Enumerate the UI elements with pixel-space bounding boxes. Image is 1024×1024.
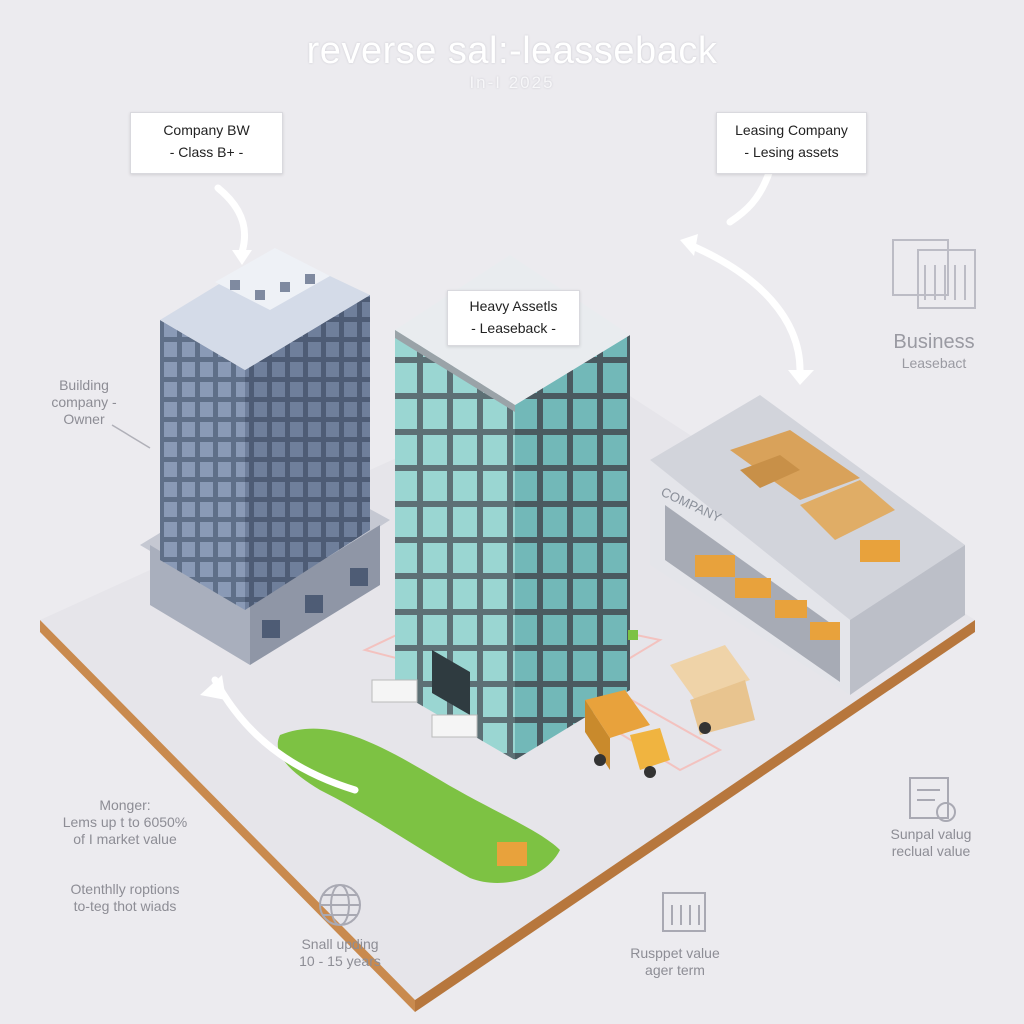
- heavy-assets-callout: Heavy Assetls - Leaseback -: [447, 290, 580, 346]
- document-icon: [662, 892, 706, 932]
- leasing-detail: - Lesing assets: [744, 144, 839, 160]
- term-years-label: Snall upding 10 - 15 years: [299, 936, 381, 969]
- warehouse: COMPANY: [650, 395, 965, 695]
- heavy-assets-detail: - Leaseback -: [471, 320, 556, 336]
- forklift: [497, 842, 527, 866]
- building-owner-label: Building company - Owner: [51, 377, 117, 427]
- page-title: reverse sal:-leasseback: [306, 30, 718, 72]
- arrow-heads: [200, 234, 814, 700]
- cart: [371, 679, 478, 738]
- leasing-name: Leasing Company: [735, 122, 848, 138]
- truck: [670, 645, 755, 735]
- company-callout: Company BW - Class B+ -: [130, 112, 283, 174]
- heavy-assets-name: Heavy Assetls: [469, 298, 558, 314]
- flow-arrows: [211, 166, 804, 794]
- options-label: Otenthlly roptions to-teg thot wiads: [70, 881, 180, 914]
- company-class: - Class B+ -: [169, 144, 244, 160]
- truck: [585, 690, 670, 778]
- lawn-strip: [277, 728, 560, 883]
- company-name: Company BW: [163, 122, 250, 138]
- residual-value-label: Sunpal valug reclual value: [890, 826, 972, 859]
- vehicles: [371, 645, 755, 866]
- business-leaseback-label: Business Leasebact: [893, 331, 975, 371]
- office-tower: [140, 248, 390, 665]
- leasing-callout: Leasing Company - Lesing assets: [716, 112, 867, 174]
- clipboard-icon: [909, 777, 956, 822]
- repurchase-value-label: Rusppet value ager term: [630, 945, 720, 978]
- page-subtitle: In-I 2025: [469, 73, 555, 92]
- building-pointer: [111, 424, 151, 449]
- monger-label: Monger: Lems up t to 6050% of I market v…: [62, 797, 188, 847]
- globe-icon: [319, 884, 361, 926]
- calendar-icon: [892, 239, 976, 309]
